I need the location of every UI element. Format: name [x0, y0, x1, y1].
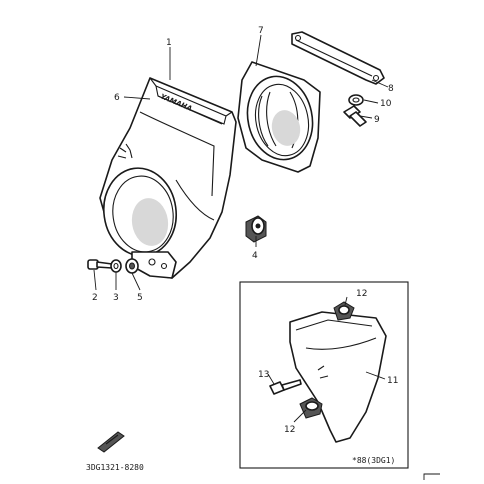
headlight-rim-part-7 — [237, 61, 321, 173]
callout-4: 4 — [252, 251, 258, 261]
callout-12-lower: 12 — [284, 425, 295, 435]
callout-9: 9 — [374, 115, 380, 125]
callout-8: 8 — [388, 84, 394, 94]
callout-5: 5 — [137, 293, 143, 303]
stay-bracket-part-8 — [291, 31, 385, 85]
callout-12-upper: 12 — [356, 289, 367, 299]
inset-variant-box — [239, 281, 409, 469]
corner-mark — [423, 473, 440, 480]
inset-model-note: *88(3DG1) — [352, 456, 395, 465]
leader-lines — [93, 34, 389, 423]
grommet-part-4 — [245, 215, 267, 243]
callout-1: 1 — [166, 38, 172, 48]
reference-marker-icon — [97, 431, 125, 453]
callout-13: 13 — [258, 370, 269, 380]
callout-6: 6 — [114, 93, 120, 103]
screw-part-9 — [343, 105, 367, 127]
collar-part-5 — [125, 258, 139, 274]
callout-10: 10 — [380, 99, 392, 109]
callout-11: 11 — [387, 376, 398, 386]
washer-part-3 — [110, 259, 122, 273]
headlight-cowl-part-1: YAMAHA — [99, 77, 237, 279]
callout-2: 2 — [92, 293, 98, 303]
bolt-part-2 — [87, 259, 113, 270]
callout-7: 7 — [258, 26, 264, 36]
drawing-code: 3DG1321-8280 — [86, 463, 144, 472]
callout-labels: 1 6 7 8 10 9 4 2 3 5 12 11 13 12 — [92, 26, 398, 435]
callout-3: 3 — [113, 293, 119, 303]
washer-part-10 — [348, 94, 364, 106]
